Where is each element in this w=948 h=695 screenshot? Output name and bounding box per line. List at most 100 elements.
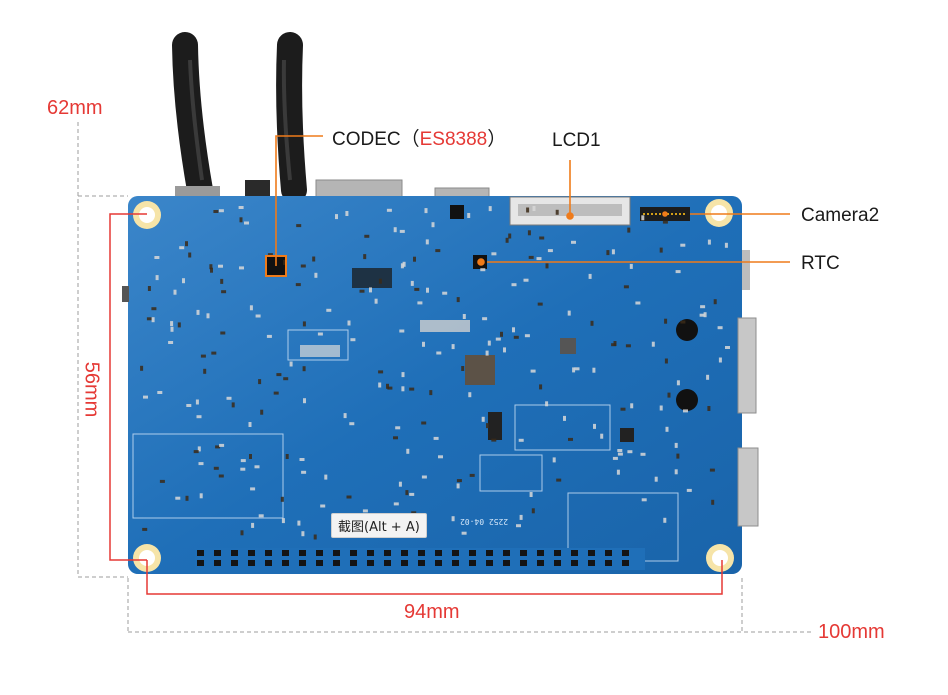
smd-component: [545, 263, 549, 269]
smd-component: [299, 458, 305, 461]
gpio-pin: [333, 550, 340, 556]
smd-component: [346, 495, 352, 499]
smd-component: [683, 409, 688, 413]
smd-component: [487, 340, 491, 346]
smd-component: [335, 214, 338, 220]
smd-component: [405, 490, 409, 496]
smd-component: [400, 263, 404, 269]
smd-component: [422, 341, 425, 347]
smd-component: [627, 450, 633, 454]
smd-component: [431, 222, 435, 228]
height-inner-label: 56mm: [80, 361, 103, 418]
smd-component: [157, 391, 163, 394]
smd-component: [213, 210, 219, 213]
smd-component: [301, 470, 307, 474]
smd-component: [435, 249, 441, 253]
smd-component: [210, 267, 213, 273]
board-sheen: [128, 196, 742, 574]
smd-component: [324, 474, 328, 480]
smd-component: [168, 341, 174, 344]
smd-component: [142, 527, 148, 531]
smd-component: [280, 496, 284, 502]
smd-component: [195, 399, 199, 405]
usb-port-1: [737, 317, 757, 414]
gpio-header: [195, 548, 645, 570]
smd-component: [703, 312, 707, 318]
smd-component: [198, 462, 204, 466]
smd-component: [491, 438, 497, 442]
smd-component: [511, 283, 517, 287]
gpio-pin: [401, 550, 408, 556]
smd-component: [451, 516, 455, 522]
smd-component: [193, 450, 199, 454]
smd-component: [623, 285, 629, 289]
smd-component: [480, 268, 486, 272]
smd-component: [197, 446, 201, 452]
smd-component: [625, 344, 631, 348]
smd-component: [399, 229, 405, 233]
smd-component: [495, 337, 501, 341]
smd-component: [143, 395, 148, 399]
smd-component: [281, 518, 285, 524]
smd-component: [199, 493, 203, 499]
smd-component: [600, 433, 604, 439]
smd-component: [491, 252, 497, 256]
smd-component: [393, 436, 398, 440]
screenshot-tooltip: 截图(Alt + A): [331, 513, 427, 538]
smd-component: [200, 354, 206, 358]
smd-component: [221, 290, 227, 294]
gpio-pin: [486, 560, 493, 566]
smd-component: [182, 278, 185, 284]
gpio-pin: [537, 550, 544, 556]
smd-component: [378, 370, 384, 374]
smd-component: [406, 448, 410, 454]
smd-component: [516, 524, 521, 528]
smd-component: [680, 320, 686, 324]
smd-component: [711, 499, 715, 505]
smd-component: [203, 368, 207, 374]
smd-component: [258, 514, 264, 518]
smd-component: [676, 453, 680, 459]
smd-component: [627, 227, 631, 233]
smd-component: [369, 287, 372, 293]
smd-component: [173, 289, 177, 295]
smd-component: [196, 309, 200, 315]
smd-component: [539, 384, 543, 390]
usb-port-2: [737, 447, 759, 527]
gpio-pin: [350, 560, 357, 566]
smd-component: [188, 252, 192, 258]
smd-component: [409, 492, 415, 496]
dimension-94mm: [146, 560, 723, 595]
smd-component: [547, 249, 553, 253]
smd-component: [508, 233, 512, 239]
smd-component: [667, 392, 671, 398]
mounting-hole-br: [706, 544, 734, 572]
smd-component: [231, 402, 235, 408]
smd-component: [240, 459, 246, 463]
chip-1: [450, 205, 464, 219]
smd-component: [456, 483, 460, 489]
smd-component: [250, 487, 256, 491]
smd-component: [386, 383, 389, 389]
smd-component: [426, 287, 429, 293]
gpio-pin: [554, 560, 561, 566]
smd-component: [401, 372, 405, 378]
smd-component: [402, 261, 406, 267]
smd-component: [451, 344, 455, 350]
smd-component: [219, 443, 225, 447]
smd-component: [154, 256, 160, 259]
smd-component: [413, 256, 416, 262]
gpio-pin: [384, 560, 391, 566]
smd-component: [461, 531, 467, 535]
smd-component: [503, 347, 506, 353]
smd-component: [378, 382, 382, 388]
smd-component: [620, 407, 626, 411]
inductor-1: [676, 319, 698, 341]
gpio-pin: [316, 560, 323, 566]
gpio-pin: [537, 560, 544, 566]
smd-component: [469, 473, 475, 477]
rtc-label: RTC: [801, 253, 840, 274]
smd-component: [249, 305, 253, 311]
smd-component: [568, 437, 573, 441]
gpio-pin: [231, 550, 238, 556]
